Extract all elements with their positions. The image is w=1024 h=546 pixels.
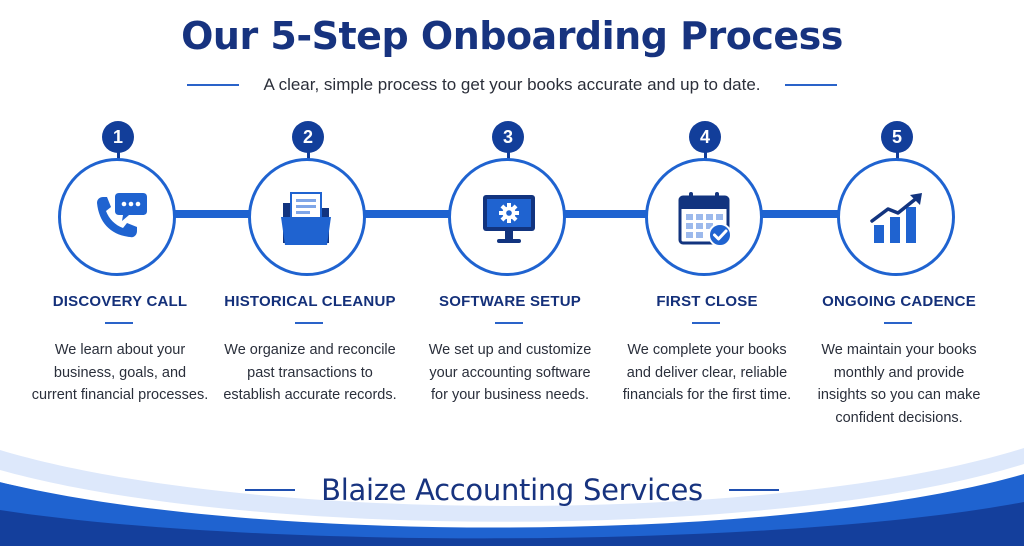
step-title-rule	[295, 322, 323, 324]
step-number-badge: 3	[492, 121, 524, 153]
step-number-badge: 1	[102, 121, 134, 153]
footer-rule-left	[245, 489, 296, 491]
step-5: 5 ONGOING CADENCE We maintain your books…	[804, 0, 994, 460]
step-icon-circle	[248, 158, 366, 276]
step-badge-stem	[704, 150, 707, 162]
step-icon-circle	[58, 158, 176, 276]
calendar-check-icon	[678, 192, 732, 247]
footer-wave-decoration	[0, 448, 1024, 546]
step-icon-circle	[837, 158, 955, 276]
subtitle: A clear, simple process to get your book…	[263, 75, 761, 94]
folder-documents-icon	[281, 192, 331, 245]
subtitle-rule-right	[784, 84, 837, 86]
step-title: HISTORICAL CLEANUP	[224, 293, 396, 310]
step-number-badge: 5	[881, 121, 913, 153]
step-number-badge: 2	[292, 121, 324, 153]
step-icon-circle	[448, 158, 566, 276]
step-number-badge: 4	[689, 121, 721, 153]
phone-chat-icon	[97, 193, 147, 238]
step-title: SOFTWARE SETUP	[439, 293, 581, 310]
subtitle-rule-left	[187, 84, 240, 86]
step-description: We organize and reconcile past transacti…	[223, 342, 397, 403]
step-title-rule	[884, 322, 912, 324]
growth-chart-icon	[870, 193, 922, 243]
step-title: FIRST CLOSE	[656, 293, 758, 310]
footer-rule-right	[728, 489, 779, 491]
step-description: We complete your books and deliver clear…	[622, 342, 792, 403]
step-icon-circle	[645, 158, 763, 276]
step-3: 3 SOFTWARE SETUP We set up and customize…	[415, 0, 605, 460]
step-title-rule	[495, 322, 523, 324]
step-title: ONGOING CADENCE	[822, 293, 976, 310]
step-description: We set up and customize your accounting …	[428, 342, 592, 403]
page-title: Our 5-Step Onboarding Process	[181, 14, 843, 58]
company-name: Blaize Accounting Services	[321, 473, 703, 507]
footer-brand-row: Blaize Accounting Services	[0, 470, 1024, 510]
step-badge-stem	[507, 150, 510, 162]
step-description: We maintain your books monthly and provi…	[817, 342, 981, 426]
subtitle-row: A clear, simple process to get your book…	[0, 73, 1024, 97]
step-badge-stem	[307, 150, 310, 162]
step-4: 4 FIRST CLOSE We complete your books and…	[612, 0, 802, 460]
step-title-rule	[692, 322, 720, 324]
step-2: 2 HISTORICAL CLEANUP We organize and rec…	[215, 0, 405, 460]
step-badge-stem	[896, 150, 899, 162]
step-description: We learn about your business, goals, and…	[31, 342, 209, 403]
step-badge-stem	[117, 150, 120, 162]
step-title-rule	[105, 322, 133, 324]
step-1: 1 DISCOVERY CALL We learn about your bus…	[25, 0, 215, 460]
monitor-gear-icon	[483, 195, 535, 243]
step-title: DISCOVERY CALL	[52, 293, 188, 310]
